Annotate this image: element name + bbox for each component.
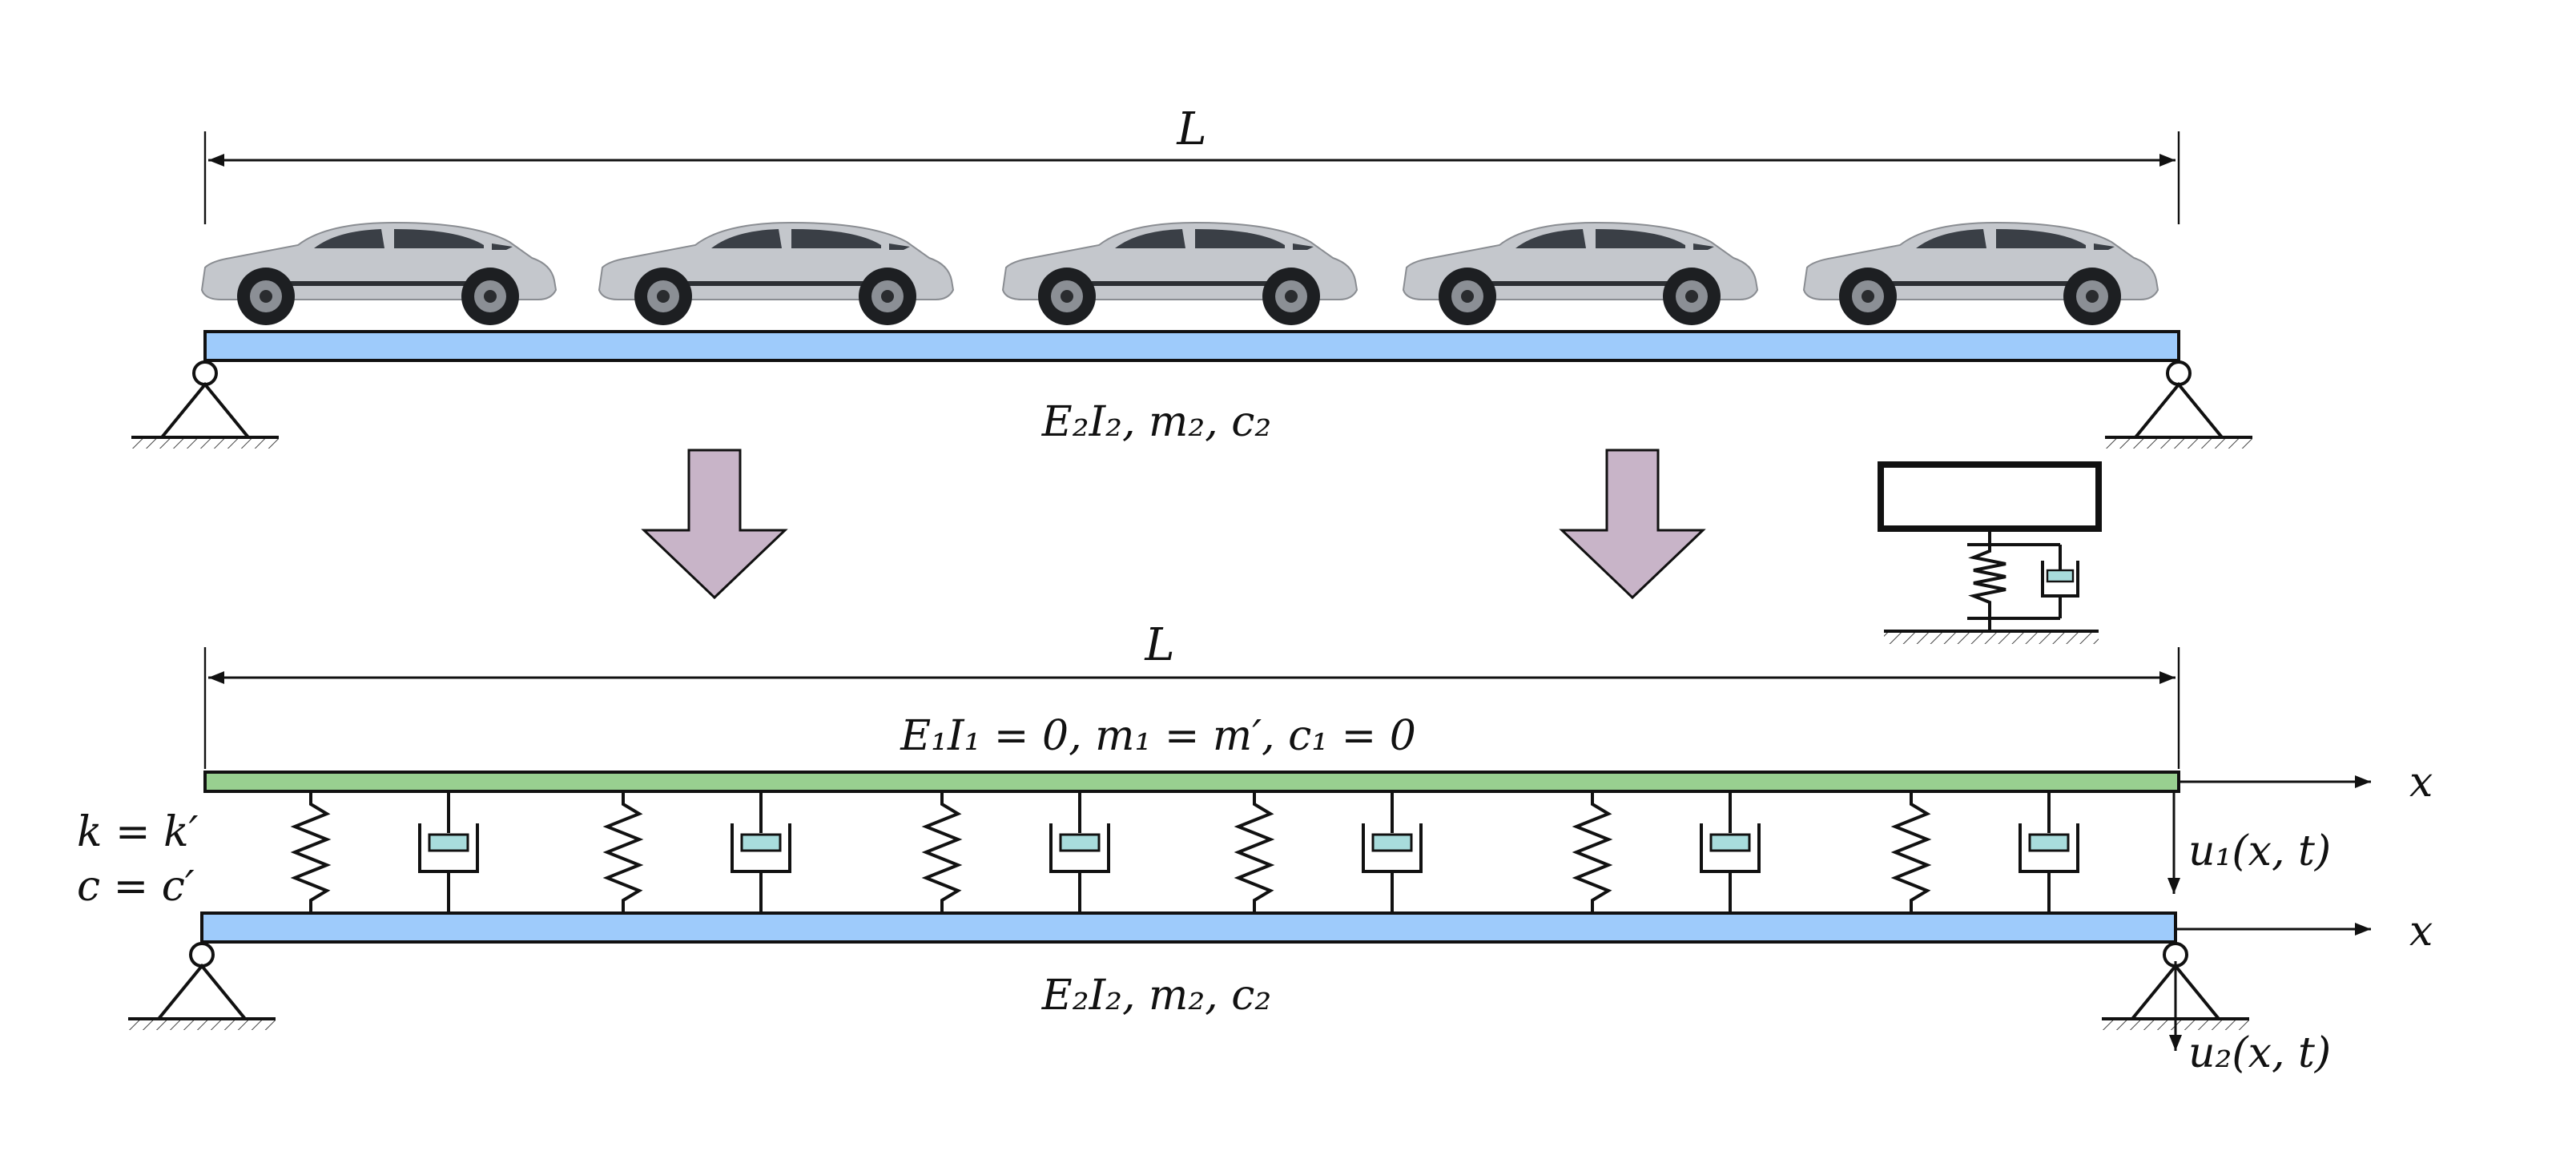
lower-beam-properties: E₂I₂, m₂, c₂: [1041, 972, 1271, 1020]
upper-beam: [203, 771, 2180, 793]
vehicle-icon: [1403, 223, 1757, 325]
top-bridge-beam: [203, 330, 2180, 362]
pin-support-icon: [130, 360, 280, 450]
damping-label: c = c′: [77, 863, 195, 911]
spring-icon: [1237, 790, 1272, 915]
spring-icon: [1894, 790, 1929, 915]
displacement-label-bottom: u₂(x, t): [2188, 1029, 2331, 1077]
down-arrow-icon: [642, 449, 787, 599]
vehicle-icon: [599, 223, 953, 325]
top-beam-properties: E₂I₂, m₂, c₂: [1041, 398, 1271, 446]
bottom-system: L E₁I₁ = 0, m₁ = m′, c₁ = 0 k = k′ c = c…: [77, 619, 2433, 1077]
upper-beam-properties: E₁I₁ = 0, m₁ = m′, c₁ = 0: [900, 712, 1416, 760]
pin-support-icon: [2103, 360, 2254, 450]
damper-icon: [1362, 790, 1423, 915]
spring-icon: [293, 790, 328, 915]
pin-support-icon: [127, 942, 277, 1032]
spring-icon: [1575, 790, 1610, 915]
x-axis-label-bottom: x: [2409, 907, 2433, 956]
damper-icon: [1049, 790, 1110, 915]
displacement-label-top: u₁(x, t): [2188, 827, 2331, 875]
stiffness-label: k = k′: [77, 808, 199, 856]
top-span-label: L: [1176, 103, 1206, 155]
vehicle-icon: [1804, 223, 2158, 325]
spring-damper-mass-icon: [1878, 461, 2102, 644]
vehicle-icon: [202, 223, 556, 325]
damper-icon: [731, 790, 791, 915]
top-system: L E₂I₂, m₂, c₂: [130, 103, 2254, 450]
lower-beam: [200, 911, 2177, 944]
spring-icon: [924, 790, 960, 915]
damper-icon: [1700, 790, 1761, 915]
down-arrow-icon: [1560, 449, 1705, 599]
spring-icon: [606, 790, 641, 915]
damper-icon: [418, 790, 479, 915]
vehicle-icon: [1003, 223, 1357, 325]
spring-damper-layer: [293, 790, 2079, 915]
x-axis-label-top: x: [2409, 759, 2433, 807]
bottom-span-label: L: [1144, 619, 1174, 671]
damper-icon: [2019, 790, 2079, 915]
